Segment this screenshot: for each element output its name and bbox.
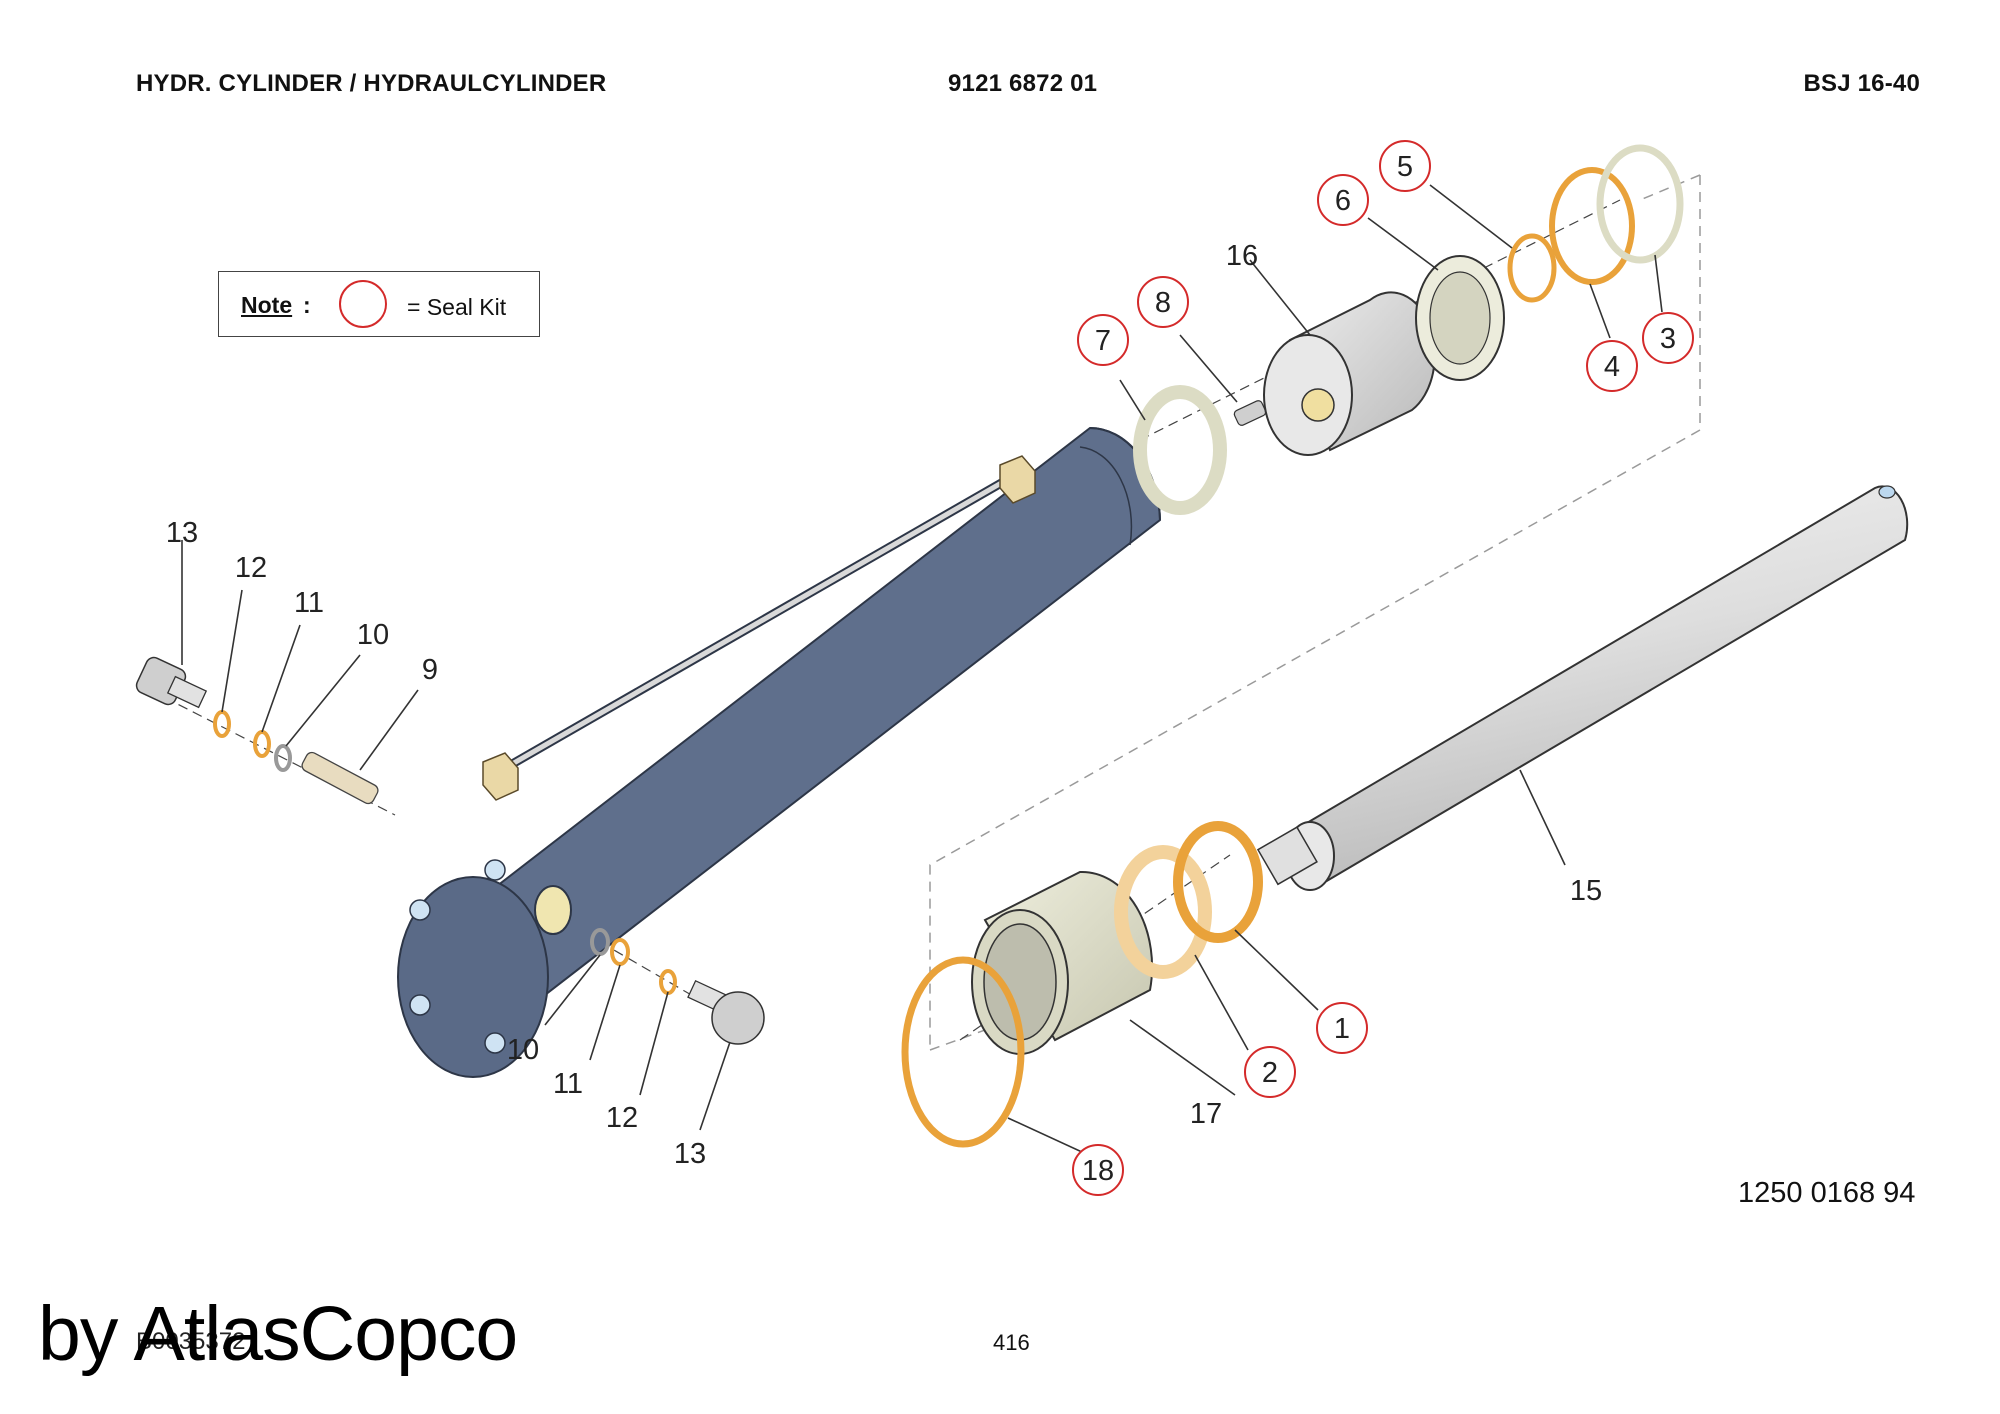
callout-numbers: 1 2 3 4 5 6 7 8 9 10 10 11 11 12 12 13 1… [166, 151, 1676, 1187]
watermark: by AtlasCopco [38, 1291, 518, 1377]
reference-code: B0035372 [136, 1328, 246, 1355]
callout-2: 2 [1262, 1057, 1278, 1089]
callout-7: 7 [1095, 325, 1111, 357]
legend-label: Note [241, 292, 293, 318]
callout-10-upper: 10 [357, 619, 389, 651]
callout-15: 15 [1570, 875, 1602, 907]
callout-11-upper: 11 [294, 587, 324, 619]
cylinder-barrel [397, 426, 1162, 1078]
callout-18: 18 [1082, 1155, 1114, 1187]
callout-1: 1 [1334, 1013, 1350, 1045]
part-number: 9121 6872 01 [948, 70, 1098, 97]
seal-marker-7 [1077, 314, 1129, 366]
piston-assembly [1133, 144, 1684, 515]
seal-marker-3 [1642, 312, 1694, 364]
phantom-outline [929, 174, 1701, 1051]
seal-kit-circle-icon [339, 280, 387, 328]
seal-marker-2 [1244, 1046, 1296, 1098]
callout-13-upper: 13 [166, 517, 198, 549]
callout-17: 17 [1190, 1098, 1222, 1130]
end-fittings-left [135, 656, 379, 805]
callout-12-lower: 12 [606, 1102, 638, 1134]
callout-3: 3 [1660, 323, 1676, 355]
seal-kit-markers [1072, 140, 1694, 1196]
document-number: 1250 0168 94 [1738, 1177, 1916, 1209]
callout-9: 9 [422, 654, 438, 686]
gland-assembly [901, 821, 1263, 1148]
callout-13-lower: 13 [674, 1138, 706, 1170]
callout-12-upper: 12 [235, 552, 267, 584]
callout-10-lower: 10 [507, 1034, 539, 1066]
page-number: 416 [993, 1330, 1030, 1355]
legend-colon: : [303, 292, 311, 318]
seal-marker-5 [1379, 140, 1431, 192]
callout-4: 4 [1604, 351, 1620, 383]
legend-text: = Seal Kit [407, 294, 507, 320]
seal-marker-6 [1317, 174, 1369, 226]
callout-5: 5 [1397, 151, 1413, 183]
seal-marker-4 [1586, 340, 1638, 392]
seal-kit-legend: Note : = Seal Kit [218, 271, 540, 337]
callout-6: 6 [1335, 185, 1351, 217]
seal-marker-18 [1072, 1144, 1124, 1196]
model-code: BSJ 16-40 [1803, 70, 1920, 97]
end-fittings-lower [590, 928, 765, 1045]
drawing-title: HYDR. CYLINDER / HYDRAULCYLINDER [136, 70, 607, 97]
callout-16: 16 [1226, 240, 1258, 272]
seal-marker-8 [1137, 276, 1189, 328]
callout-11-lower: 11 [553, 1068, 583, 1100]
piston-rod [1256, 485, 1909, 891]
callout-8: 8 [1155, 287, 1171, 319]
seal-marker-1 [1316, 1002, 1368, 1054]
leader-lines [181, 184, 1663, 1159]
